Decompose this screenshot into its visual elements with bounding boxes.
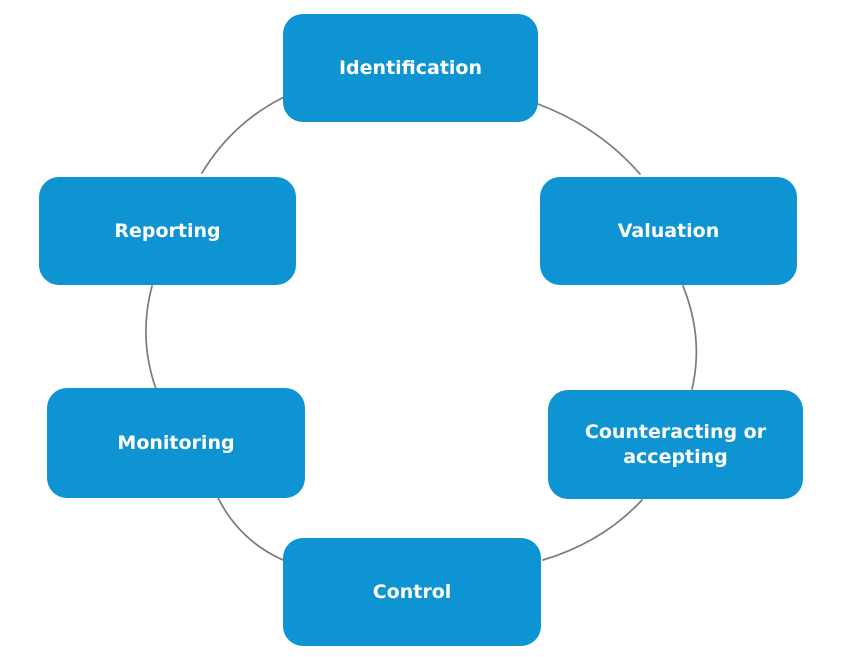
node-counteracting-or-accepting-label: Counteracting or accepting: [584, 420, 767, 468]
node-monitoring: Monitoring: [47, 388, 305, 498]
node-valuation-label: Valuation: [617, 219, 720, 242]
node-identification-label: Identification: [338, 56, 483, 79]
arc-reporting-to-monitoring: [145, 285, 157, 390]
node-valuation: Valuation: [540, 177, 797, 285]
arc-identification-to-valuation: [537, 103, 641, 175]
node-control: Control: [283, 538, 541, 646]
node-reporting-label: Reporting: [114, 219, 221, 242]
node-reporting: Reporting: [39, 177, 296, 285]
arc-reporting-to-identification: [201, 96, 285, 174]
node-counteracting-or-accepting: Counteracting or accepting: [548, 390, 803, 499]
node-control-label: Control: [372, 580, 452, 603]
node-monitoring-label: Monitoring: [117, 431, 235, 454]
node-identification: Identification: [283, 14, 538, 122]
arc-valuation-to-counteracting: [682, 285, 698, 390]
arc-monitoring-to-control: [217, 497, 284, 561]
arc-counteracting-to-control: [542, 499, 643, 561]
